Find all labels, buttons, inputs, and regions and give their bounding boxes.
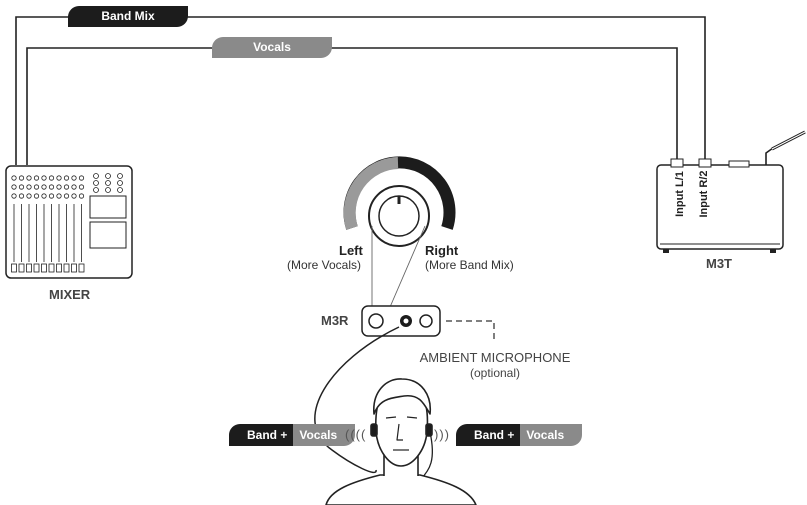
right-tag-plus: + xyxy=(507,428,515,442)
mixer-master-knob xyxy=(105,180,111,186)
mixer-fader-cap xyxy=(41,263,47,273)
mixer-knob xyxy=(18,184,25,190)
mixer-fader-cap xyxy=(26,263,32,273)
right-tag-band: Band xyxy=(474,428,504,442)
mixer-fader-cap xyxy=(33,263,40,273)
vocals-tag: Vocals xyxy=(212,37,332,58)
band-mix-cable xyxy=(15,16,706,165)
mixer-master-knob xyxy=(93,187,99,193)
mixer-knob xyxy=(41,184,47,190)
m3t-device xyxy=(656,158,784,253)
vocals-label: Vocals xyxy=(253,40,291,54)
mixer-knob xyxy=(18,175,25,181)
mixer-fader-cap xyxy=(11,263,17,273)
ambient-mic-dashed-line xyxy=(446,320,495,342)
mixer-knob xyxy=(48,175,55,181)
mixer-fader-cap xyxy=(63,263,70,273)
mixer-knob xyxy=(78,184,85,190)
person-illustration xyxy=(325,378,477,505)
mixer-knob xyxy=(33,184,40,190)
m3t-antenna xyxy=(765,130,806,165)
left-monitor-tag: Band + Vocals xyxy=(229,424,356,446)
right-monitor-tag: Band + Vocals xyxy=(456,424,583,446)
knob-left-title: Left xyxy=(339,243,363,258)
mixer-knob xyxy=(11,193,17,199)
mixer-knob xyxy=(26,175,32,181)
mixer-knob xyxy=(56,193,62,199)
knob-right-title: Right xyxy=(425,243,459,258)
mixer-fader-cap xyxy=(71,263,77,273)
mixer-label: MIXER xyxy=(49,287,91,302)
mixer-knob xyxy=(41,175,47,181)
mixer-knob xyxy=(11,184,17,190)
mixer-fader-cap xyxy=(78,263,85,273)
mixer-knob xyxy=(78,175,85,181)
mixer-knob xyxy=(63,193,70,199)
m3t-label: M3T xyxy=(706,256,732,271)
mixer-knob xyxy=(33,175,40,181)
knob-right-subtitle: (More Band Mix) xyxy=(425,258,514,272)
mixer-knob xyxy=(56,184,62,190)
mixer-knob xyxy=(33,193,40,199)
vocals-cable xyxy=(26,47,678,165)
mixer-knob xyxy=(26,193,32,199)
balance-knob-illustration xyxy=(343,156,456,247)
ambient-mic-subtitle: (optional) xyxy=(469,366,521,380)
input-r2-label: Input R/2 xyxy=(698,170,710,218)
mixer-knob xyxy=(41,193,47,199)
mixer-fader-cap xyxy=(18,263,25,273)
ambient-mic-title: AMBIENT MICROPHONE xyxy=(419,350,571,365)
mixer-master-knob xyxy=(105,173,111,179)
left-tag-plus: + xyxy=(280,428,288,442)
mixer-knob xyxy=(11,175,17,181)
left-tag-band: Band xyxy=(247,428,277,442)
knob-left-subtitle: (More Vocals) xyxy=(287,258,362,272)
mixer-knob xyxy=(71,193,77,199)
mixer-device xyxy=(5,165,133,279)
mixer-master-knob xyxy=(117,173,123,179)
right-tag-vocals: Vocals xyxy=(520,424,583,446)
mixer-master-knob xyxy=(93,180,99,186)
m3r-device xyxy=(361,305,441,337)
mixer-knob xyxy=(48,193,55,199)
mixer-knob xyxy=(78,193,85,199)
mixer-master-knob xyxy=(117,180,123,186)
mixer-knob xyxy=(71,175,77,181)
mixer-master-knob xyxy=(105,187,111,193)
left-sound-waves: (((( xyxy=(345,427,367,442)
mixer-knob xyxy=(26,184,32,190)
mixer-knob xyxy=(48,184,55,190)
mixer-knob xyxy=(63,184,70,190)
mixer-fader-cap xyxy=(56,263,62,273)
mixer-knob xyxy=(71,184,77,190)
band-mix-label: Band Mix xyxy=(101,9,155,23)
mixer-knob xyxy=(63,175,70,181)
mixer-knob xyxy=(18,193,25,199)
m3r-label: M3R xyxy=(321,313,349,328)
right-sound-waves: ))) xyxy=(434,427,450,442)
knob-zoom-lines xyxy=(371,225,426,322)
mixer-knob xyxy=(56,175,62,181)
mixer-master-knob xyxy=(93,173,99,179)
left-tag-vocals: Vocals xyxy=(293,424,356,446)
input-l1-label: Input L/1 xyxy=(674,171,686,217)
band-mix-tag: Band Mix xyxy=(68,6,188,27)
mixer-master-knob xyxy=(117,187,123,193)
mixer-fader-cap xyxy=(48,263,55,273)
